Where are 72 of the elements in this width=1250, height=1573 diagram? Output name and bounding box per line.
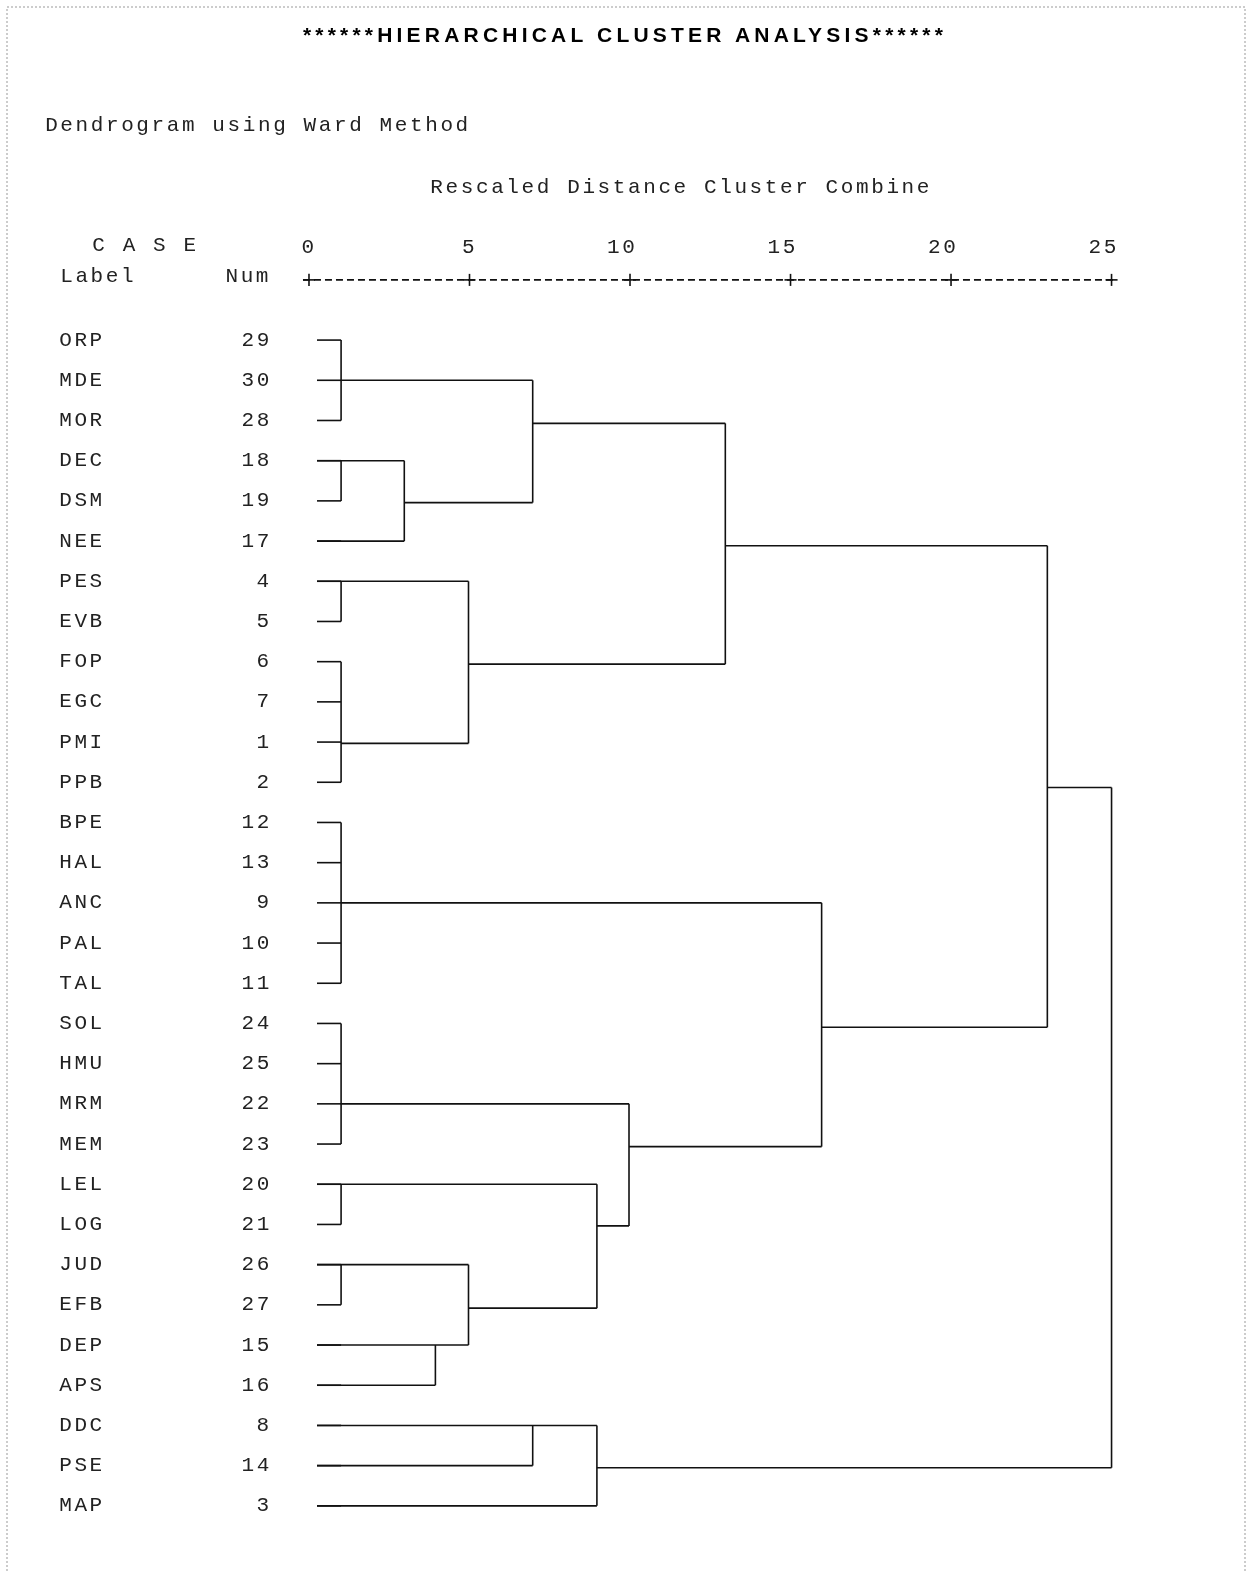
case-number: 8 <box>256 1414 272 1436</box>
case-number: 27 <box>241 1294 272 1316</box>
case-number: 2 <box>256 771 272 793</box>
title: ******HIERARCHICAL CLUSTER ANALYSIS****** <box>302 24 948 45</box>
case-number: 25 <box>241 1053 272 1075</box>
column-header: C A S E <box>92 235 199 257</box>
case-label: LOG <box>59 1213 105 1235</box>
case-number: 22 <box>241 1093 272 1115</box>
tick-label: 10 <box>606 237 638 259</box>
case-number: 21 <box>241 1213 272 1235</box>
tick-label: 5 <box>462 237 478 259</box>
tick-label: 0 <box>301 237 317 259</box>
case-number: 3 <box>256 1495 272 1517</box>
tick-label: 15 <box>767 237 798 259</box>
column-header: Label <box>60 266 137 288</box>
case-label: HMU <box>59 1053 105 1075</box>
case-label: PPB <box>59 771 105 793</box>
case-label: DSM <box>59 490 105 512</box>
case-number: 4 <box>256 570 272 592</box>
case-number: 5 <box>256 610 272 632</box>
case-number: 6 <box>256 651 272 673</box>
case-label: DDC <box>59 1414 105 1436</box>
case-number: 24 <box>241 1012 272 1034</box>
case-label: FOP <box>59 651 105 673</box>
case-number: 10 <box>241 932 272 954</box>
case-label: ORP <box>59 329 105 351</box>
case-label: NEE <box>59 530 105 552</box>
case-number: 16 <box>241 1374 272 1396</box>
case-label: ANC <box>59 892 105 914</box>
case-number: 7 <box>256 691 272 713</box>
case-label: HAL <box>59 852 105 874</box>
case-label: MAP <box>59 1495 105 1517</box>
case-label: DEP <box>59 1334 105 1356</box>
case-label: MEM <box>59 1133 105 1155</box>
tick-label: 20 <box>928 237 959 259</box>
column-header: Num <box>225 266 272 288</box>
case-label: EGC <box>59 691 105 713</box>
case-label: BPE <box>59 811 105 833</box>
case-label: SOL <box>59 1012 105 1034</box>
case-number: 19 <box>241 490 272 512</box>
case-number: 23 <box>241 1133 272 1155</box>
case-number: 12 <box>241 811 272 833</box>
case-number: 15 <box>241 1334 272 1356</box>
case-label: APS <box>59 1374 105 1396</box>
case-label: MOR <box>59 409 105 431</box>
case-number: 18 <box>241 450 272 472</box>
tick-label: 25 <box>1088 237 1119 259</box>
case-number: 28 <box>241 409 272 431</box>
case-label: EVB <box>59 610 105 632</box>
case-label: DEC <box>59 450 105 472</box>
case-label: PSE <box>59 1455 105 1477</box>
case-label: JUD <box>59 1254 105 1276</box>
subtitle: Dendrogram using Ward Method <box>45 114 471 136</box>
case-number: 17 <box>241 530 272 552</box>
case-label: PES <box>59 570 105 592</box>
case-label: TAL <box>59 972 105 994</box>
case-number: 9 <box>256 892 272 914</box>
case-label: LEL <box>59 1173 105 1195</box>
case-number: 13 <box>241 852 272 874</box>
case-number: 11 <box>241 972 272 994</box>
axis-title: Rescaled Distance Cluster Combine <box>430 177 933 199</box>
case-number: 29 <box>241 329 272 351</box>
case-number: 1 <box>256 731 272 753</box>
case-label: PMI <box>59 731 105 753</box>
case-label: MDE <box>59 369 105 391</box>
case-number: 14 <box>241 1455 272 1477</box>
case-number: 20 <box>241 1173 272 1195</box>
case-label: PAL <box>59 932 105 954</box>
case-number: 26 <box>241 1254 272 1276</box>
case-label: MRM <box>59 1093 105 1115</box>
case-label: EFB <box>59 1294 105 1316</box>
case-number: 30 <box>241 369 272 391</box>
